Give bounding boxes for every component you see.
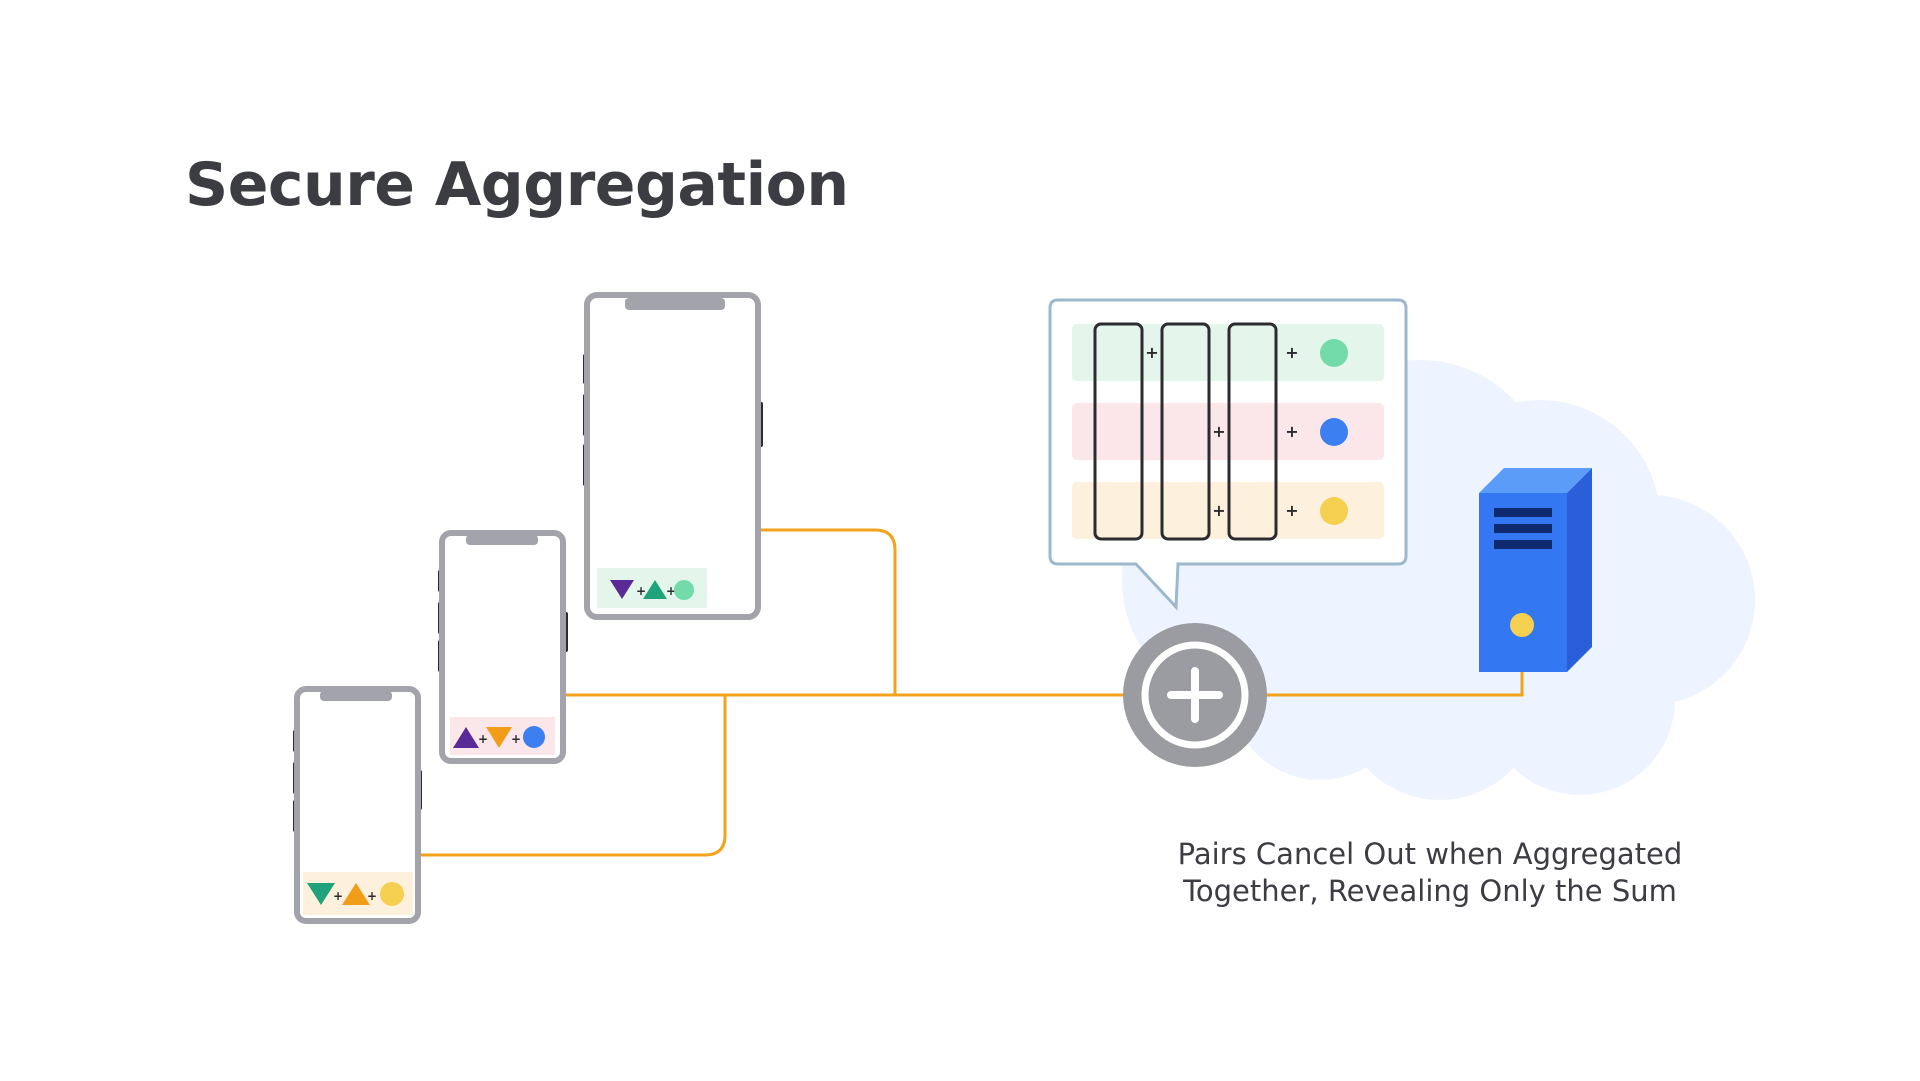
phone-medium-token-1 [453,727,479,748]
plus-sign: + [1145,343,1158,362]
phone-small: + + [293,686,422,924]
plus-sign: + [1285,343,1298,362]
phone-large: + + [583,292,763,620]
caption-line-2: Together, Revealing Only the Sum [1183,874,1677,908]
plus-sign: + [1212,501,1225,520]
caption: Pairs Cancel Out when Aggregated Togethe… [1130,836,1730,910]
mask-column-3 [1227,322,1278,541]
server-icon [1479,468,1592,672]
plus-circle-icon [1123,623,1267,767]
phone-small-plus-2: + [367,889,377,903]
mask-column-1 [1093,322,1144,541]
phone-medium-plus-2: + [511,732,521,746]
phone-medium-plus-1: + [478,732,488,746]
value-dot-yellow [1320,497,1348,525]
mask-column-2 [1160,322,1211,541]
phone-medium-token-3 [523,726,545,748]
phone-large-plus-1: + [636,584,646,598]
phone-medium-token-2 [486,727,512,748]
plus-sign: + [1285,422,1298,441]
page-title: Secure Aggregation [185,150,849,220]
caption-line-1: Pairs Cancel Out when Aggregated [1177,837,1683,871]
value-dot-blue [1320,418,1348,446]
phone-small-token-2 [342,883,370,905]
phone-large-token-2 [643,580,667,599]
phone-medium: + + [438,530,568,764]
phone-small-token-3 [380,882,404,906]
line-small-phone [420,695,727,857]
phone-large-plus-2: + [666,584,676,598]
phone-large-token-3 [674,580,694,600]
phone-small-plus-1: + [333,889,343,903]
plus-sign: + [1285,501,1298,520]
phone-small-token-1 [307,883,335,905]
plus-sign: + [1212,422,1225,441]
value-dot-green [1320,339,1348,367]
masked-values-bubble: + + + + + + [1048,298,1408,611]
phone-large-token-1 [610,580,634,599]
line-large-phone [760,528,897,695]
